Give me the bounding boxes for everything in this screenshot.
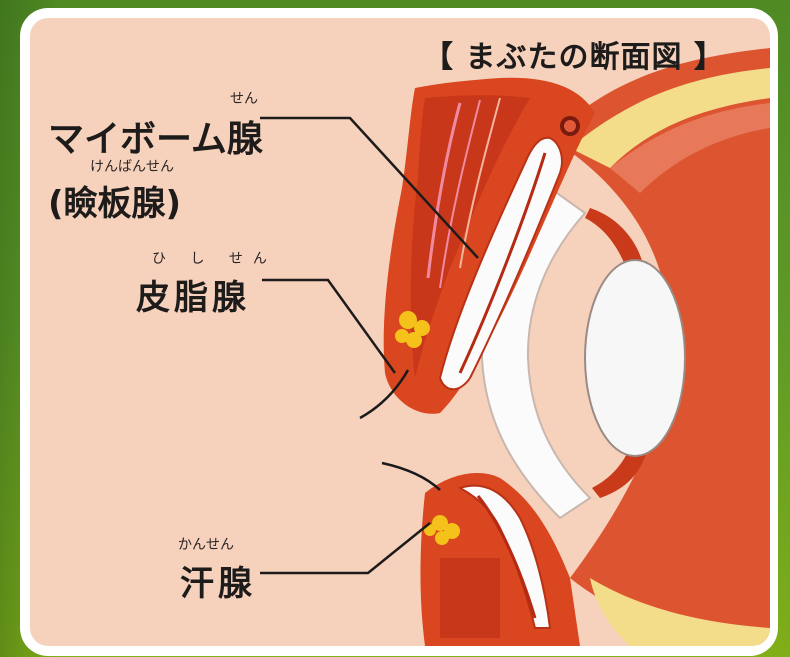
tarsal-gland-ruby: けんばんせん [90,156,174,176]
sweat-gland-label: 汗腺 [180,556,256,605]
lens [585,260,685,456]
sebaceous-ruby: ひ し せん [152,248,277,268]
sweat-ruby: かんせん [178,534,234,554]
lower-eyelash [382,463,440,490]
meibomian-ruby: せん [230,88,258,108]
meibomian-gland-label: マイボーム腺 [48,110,263,162]
sebaceous-gland-label: 皮脂腺 [136,270,250,319]
leader-sebaceous [262,280,395,373]
leader-sweat [260,523,430,573]
diagram-panel: 【 まぶたの断面図 】 せん マイボーム腺 けんばんせん (瞼板腺) ひ し せ… [30,18,770,646]
diagram-title: 【 まぶたの断面図 】 [423,32,725,76]
tarsal-gland-label: (瞼板腺) [48,176,181,225]
